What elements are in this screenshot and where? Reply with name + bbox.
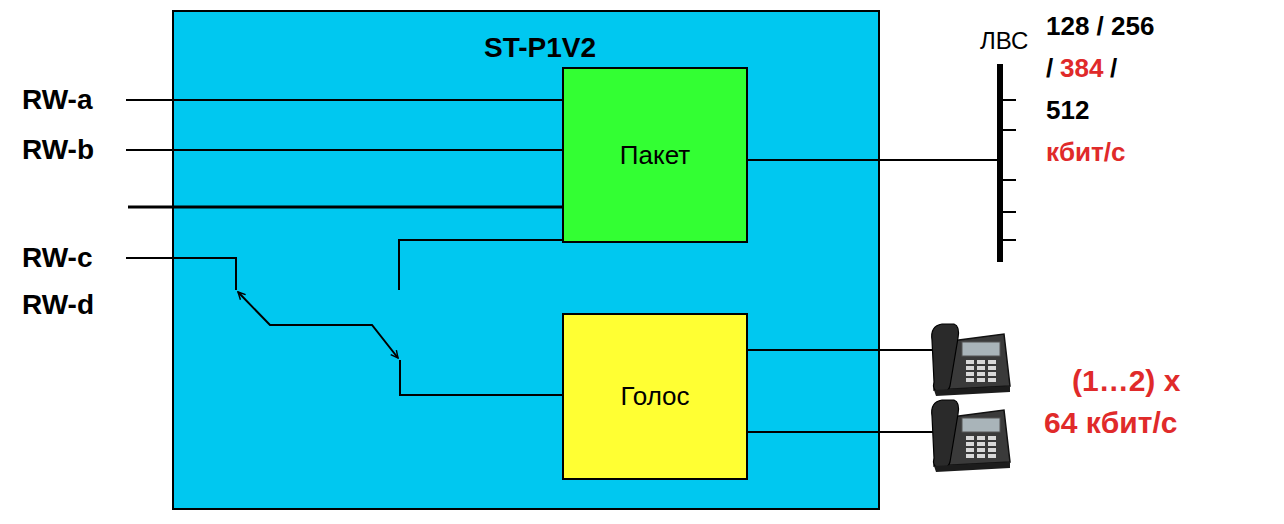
bus-tap bbox=[1000, 129, 1016, 131]
bus-tap bbox=[1000, 239, 1016, 241]
voice-rate: 64 кбит/с bbox=[1044, 406, 1177, 441]
rate-separator: / bbox=[1046, 54, 1053, 84]
signal-name: RW-d bbox=[22, 289, 94, 321]
rate-unit: кбит/с bbox=[1046, 138, 1125, 168]
device-housing: ST-P1V2ПакетГолос bbox=[172, 10, 880, 510]
signal-name: RW-a bbox=[22, 84, 92, 116]
lan-wire bbox=[748, 159, 1000, 161]
bus-tap bbox=[1000, 179, 1016, 181]
packet-module: Пакет bbox=[562, 67, 748, 243]
telephone-icon bbox=[932, 324, 1010, 396]
signal-name: RW-b bbox=[22, 134, 94, 166]
phone-wire bbox=[748, 349, 935, 351]
signal-name: RW-c bbox=[22, 242, 92, 274]
module-label: Пакет bbox=[620, 140, 690, 171]
bus-tap bbox=[1000, 211, 1016, 213]
rate-value: 128 / 256 bbox=[1046, 12, 1154, 42]
lan-label: ЛВС bbox=[980, 27, 1028, 55]
switch-wire bbox=[399, 240, 562, 290]
rate-value: 512 bbox=[1046, 96, 1089, 126]
switch-arm bbox=[238, 292, 398, 358]
voice-wire bbox=[400, 360, 562, 395]
signal-wire bbox=[126, 99, 562, 101]
module-label: Голос bbox=[620, 381, 689, 412]
signal-wire bbox=[128, 206, 562, 209]
signal-wire bbox=[126, 258, 236, 290]
device-title: ST-P1V2 bbox=[174, 32, 878, 64]
voice-module: Голос bbox=[562, 313, 748, 480]
rate-value: 384 bbox=[1060, 54, 1103, 84]
voice-channels: (1…2) x bbox=[1072, 364, 1180, 399]
bus-tap bbox=[1000, 99, 1016, 101]
phone-wire bbox=[748, 431, 935, 433]
rate-separator: / bbox=[1110, 54, 1117, 84]
signal-wire bbox=[126, 149, 562, 151]
lan-bus bbox=[997, 64, 1003, 262]
telephone-icon bbox=[932, 400, 1010, 472]
